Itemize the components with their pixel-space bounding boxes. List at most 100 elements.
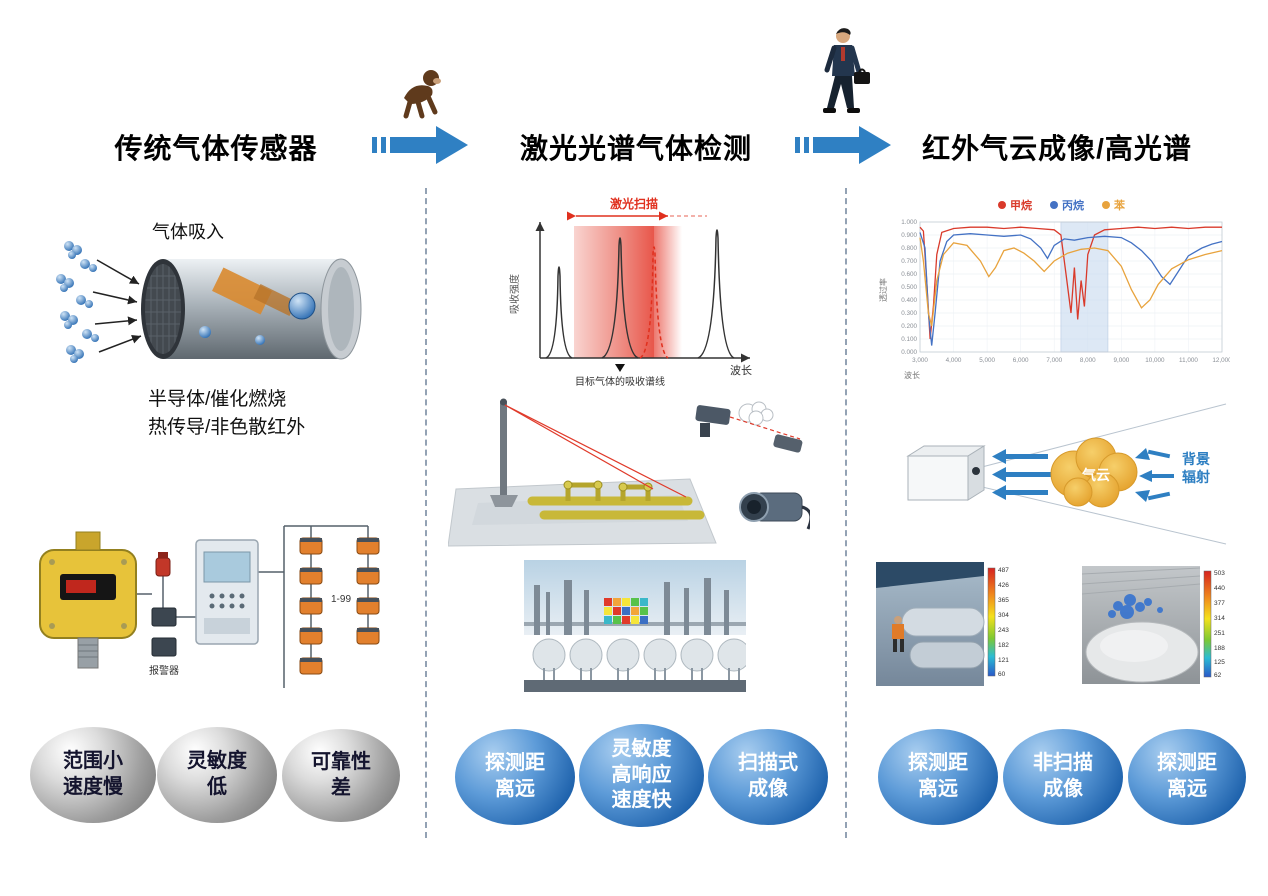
svg-text:0.100: 0.100 — [901, 336, 917, 343]
laser-beams — [504, 404, 687, 498]
thermal-image-pipes: 487 426 365 304 243 182 121 60 — [876, 562, 1009, 686]
limitation-bubble-range: 范围小 速度慢 — [30, 727, 156, 823]
advantage-bubble-sensitivity: 灵敏度 高响应 速度快 — [579, 724, 704, 827]
svg-text:0.600: 0.600 — [901, 271, 917, 278]
thermal-a-shadow-band — [876, 562, 984, 588]
gas-intake-label: 气体吸入 — [152, 222, 224, 242]
sensor-cylinder — [141, 258, 362, 360]
svg-text:透过率: 透过率 — [878, 278, 888, 302]
svg-text:251: 251 — [1214, 630, 1225, 637]
legend-label: 丙烷 — [1062, 200, 1084, 212]
bubble-line: 速度慢 — [63, 776, 123, 798]
svg-text:7,000: 7,000 — [1046, 357, 1062, 364]
radiation-arrows-to-camera — [992, 449, 1052, 500]
evolution-arrow-1 — [372, 126, 468, 164]
legend-item-methane: 甲烷 — [998, 197, 1032, 213]
bubble-line: 探测距 — [1157, 752, 1217, 775]
scanned-peak-dashed — [639, 246, 669, 359]
tank-highlight — [1100, 630, 1168, 662]
advantage-bubble-distance-ir-2: 探测距 离远 — [1128, 729, 1246, 825]
foreground — [524, 680, 746, 692]
scan-band-fade — [654, 226, 682, 358]
gas-cloud: 气云 — [1050, 437, 1138, 508]
pipe-flanges — [563, 480, 653, 492]
bubble-line: 离远 — [1167, 778, 1207, 800]
svg-text:60: 60 — [998, 671, 1006, 678]
bubble-line: 范围小 — [63, 750, 123, 773]
chart-legend: 甲烷 丙烷 苯 — [998, 197, 1125, 213]
thermal-b-colorbar-ticks: 503 440 377 314 251 188 125 62 — [1214, 570, 1225, 679]
svg-text:0.800: 0.800 — [901, 245, 917, 252]
bubble-line: 成像 — [748, 778, 788, 800]
legend-item-propane: 丙烷 — [1050, 197, 1084, 213]
svg-text:125: 125 — [1214, 659, 1225, 666]
large-pipes — [901, 607, 985, 669]
svg-text:487: 487 — [998, 567, 1009, 574]
legend-dot — [1050, 201, 1058, 209]
thermal-a-colorbar-ticks: 487 426 365 304 243 182 121 60 — [998, 567, 1009, 678]
svg-text:8,000: 8,000 — [1080, 357, 1096, 364]
bubble-line: 离远 — [495, 778, 535, 800]
thermal-image-tank: 503 440 377 314 251 188 125 62 — [1082, 566, 1225, 684]
remote-imager-devices — [695, 401, 803, 453]
svg-text:9,000: 9,000 — [1113, 357, 1129, 364]
bubble-line: 探测距 — [908, 752, 968, 775]
svg-text:4,000: 4,000 — [946, 357, 962, 364]
advantage-bubble-distance-ir: 探测距 离远 — [878, 729, 998, 825]
worker-figure — [892, 616, 904, 652]
gas-leak-overlay — [1108, 594, 1163, 619]
scan-band — [574, 226, 654, 358]
bubble-line: 扫描式 — [738, 752, 798, 775]
gas-cloud-imaging-scene: 气云 背景 辐射 — [906, 403, 1227, 545]
header-laser-detection: 激光光谱气体检测 — [519, 133, 752, 164]
svg-text:377: 377 — [1214, 600, 1225, 607]
gas-detector-device — [39, 531, 137, 669]
svg-text:365: 365 — [998, 597, 1009, 604]
controller-unit — [195, 539, 259, 645]
svg-text:0.200: 0.200 — [901, 323, 917, 330]
bubble-line: 可靠性 — [311, 750, 371, 773]
thermal-a-colorbar — [987, 567, 996, 677]
bubble-line: 成像 — [1043, 778, 1083, 800]
gas-molecules — [56, 241, 99, 363]
svg-text:0.300: 0.300 — [901, 310, 917, 317]
thermal-b-colorbar — [1203, 570, 1212, 678]
traditional-sensor-illustration — [56, 241, 362, 363]
laser-detection-scene — [448, 398, 810, 547]
handheld-imager — [739, 492, 810, 530]
target-line-label: 目标气体的吸收谱线 — [575, 375, 665, 388]
svg-text:304: 304 — [998, 612, 1009, 619]
background-radiation-arrows — [1135, 448, 1174, 502]
legend-dot — [1102, 201, 1110, 209]
svg-text:426: 426 — [998, 582, 1009, 589]
gas-pipes — [527, 496, 705, 520]
advantage-bubble-nonscanning: 非扫描 成像 — [1003, 729, 1123, 825]
svg-text:12,000: 12,000 — [1212, 357, 1230, 364]
gas-visualization-overlay — [604, 598, 648, 624]
column-divider-2 — [845, 188, 847, 838]
intake-arrows — [92, 259, 142, 353]
bubble-line: 灵敏度 — [611, 738, 672, 761]
advantage-bubble-scanning: 扫描式 成像 — [708, 729, 828, 825]
bubble-line: 灵敏度 — [187, 750, 247, 773]
junction-boxes — [151, 607, 177, 657]
svg-text:0.500: 0.500 — [901, 284, 917, 291]
absorption-peaks — [545, 229, 735, 359]
svg-text:314: 314 — [1214, 615, 1225, 622]
svg-text:0.400: 0.400 — [901, 297, 917, 304]
svg-text:503: 503 — [1214, 570, 1225, 577]
laser-pole — [490, 398, 518, 507]
sensor-principles-line2: 热传导/非色散红外 — [148, 416, 306, 438]
svg-text:6,000: 6,000 — [1013, 357, 1029, 364]
header-traditional-sensors: 传统气体传感器 — [114, 133, 318, 164]
spectrum-x-label: 波长 — [730, 364, 752, 377]
svg-text:0.900: 0.900 — [901, 232, 917, 239]
laser-scan-label: 激光扫描 — [610, 196, 658, 211]
pipe-risers — [565, 482, 651, 501]
svg-text:0.000: 0.000 — [901, 349, 917, 356]
bubble-line: 非扫描 — [1033, 752, 1093, 775]
bubble-line: 速度快 — [611, 789, 672, 812]
spectrum-y-label: 吸收强度 — [508, 274, 521, 314]
bubble-line: 差 — [331, 776, 351, 799]
detector-network-illustration: 报警器 — [39, 525, 380, 688]
